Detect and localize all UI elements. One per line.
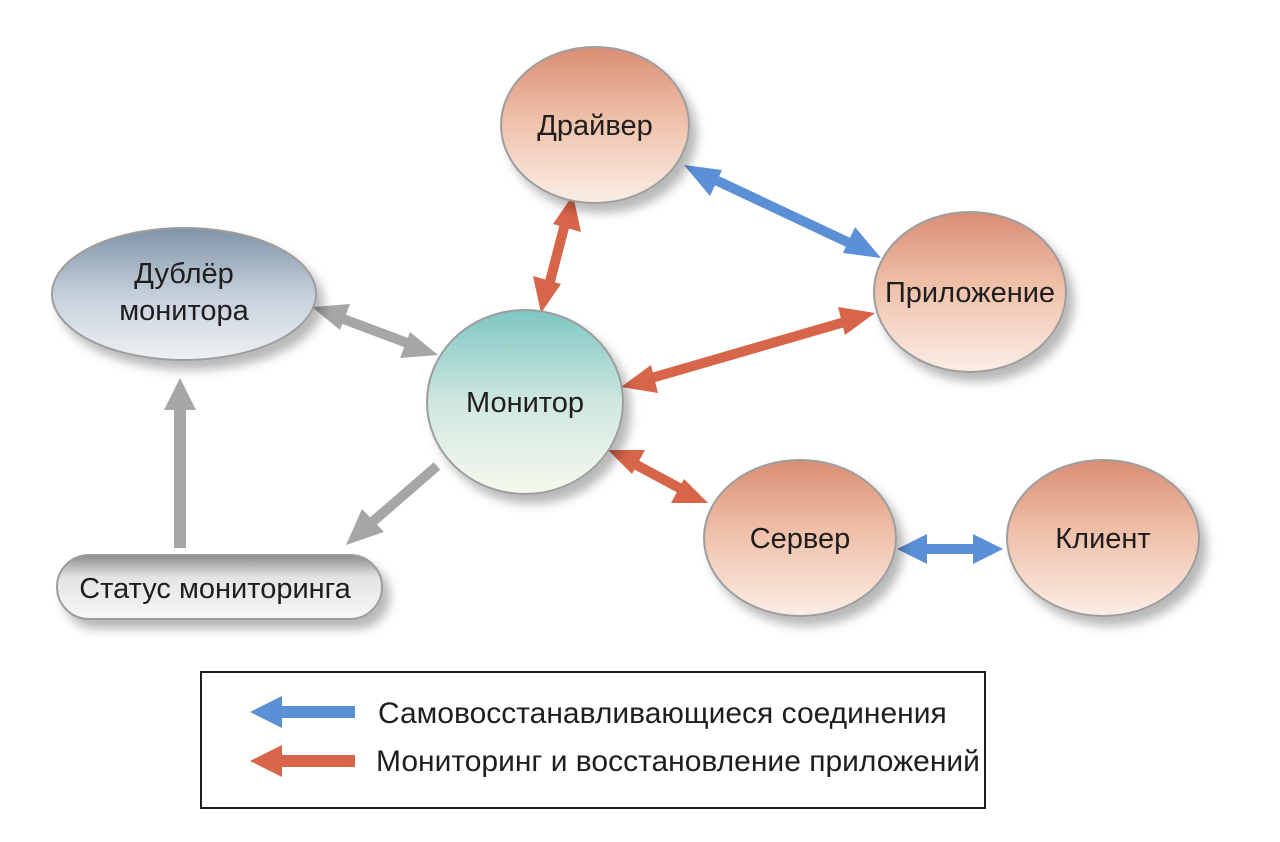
- node-server-label: Сервер: [750, 523, 851, 555]
- arrow-monitor-to-driver: [533, 195, 581, 313]
- node-application: Приложение: [873, 211, 1067, 373]
- node-application-label: Приложение: [885, 277, 1055, 309]
- arrow-driver-to-application: [684, 165, 881, 258]
- node-server: Сервер: [703, 459, 897, 617]
- legend-monitoring-recovery-label: Мониторинг и восстановление приложений: [376, 745, 980, 778]
- node-client: Клиент: [1006, 459, 1200, 617]
- arrow-monitor-to-application: [621, 307, 875, 393]
- node-driver: Драйвер: [500, 46, 690, 204]
- arrow-monitor-to-server: [608, 450, 708, 503]
- node-monitoring-status-label: Статус мониторинга: [79, 573, 351, 605]
- node-monitoring-status: Статус мониторинга: [56, 554, 383, 620]
- arrow-server-to-client: [897, 534, 1003, 564]
- legend: Самовосстанавливающиеся соединения Монит…: [200, 671, 986, 809]
- node-monitor-label: Монитор: [466, 387, 584, 419]
- node-driver-label: Драйвер: [537, 110, 652, 142]
- legend-blue-arrow-icon: [250, 696, 355, 728]
- arrow-monitor-to-status: [346, 462, 441, 545]
- arrow-monitor-backup-to-monitor: [312, 304, 438, 358]
- node-monitor-backup-label-line2: монитора: [119, 295, 249, 327]
- node-client-label: Клиент: [1055, 523, 1150, 555]
- node-monitor: Монитор: [426, 309, 624, 495]
- arrow-status-to-monitor-backup: [164, 378, 196, 548]
- legend-self-healing-label: Самовосстанавливающиеся соединения: [378, 697, 947, 730]
- legend-red-arrow-icon: [250, 745, 355, 777]
- node-monitor-backup-label-line1: Дублёр: [134, 258, 234, 290]
- node-monitor-backup: Дублёр монитора: [51, 227, 317, 361]
